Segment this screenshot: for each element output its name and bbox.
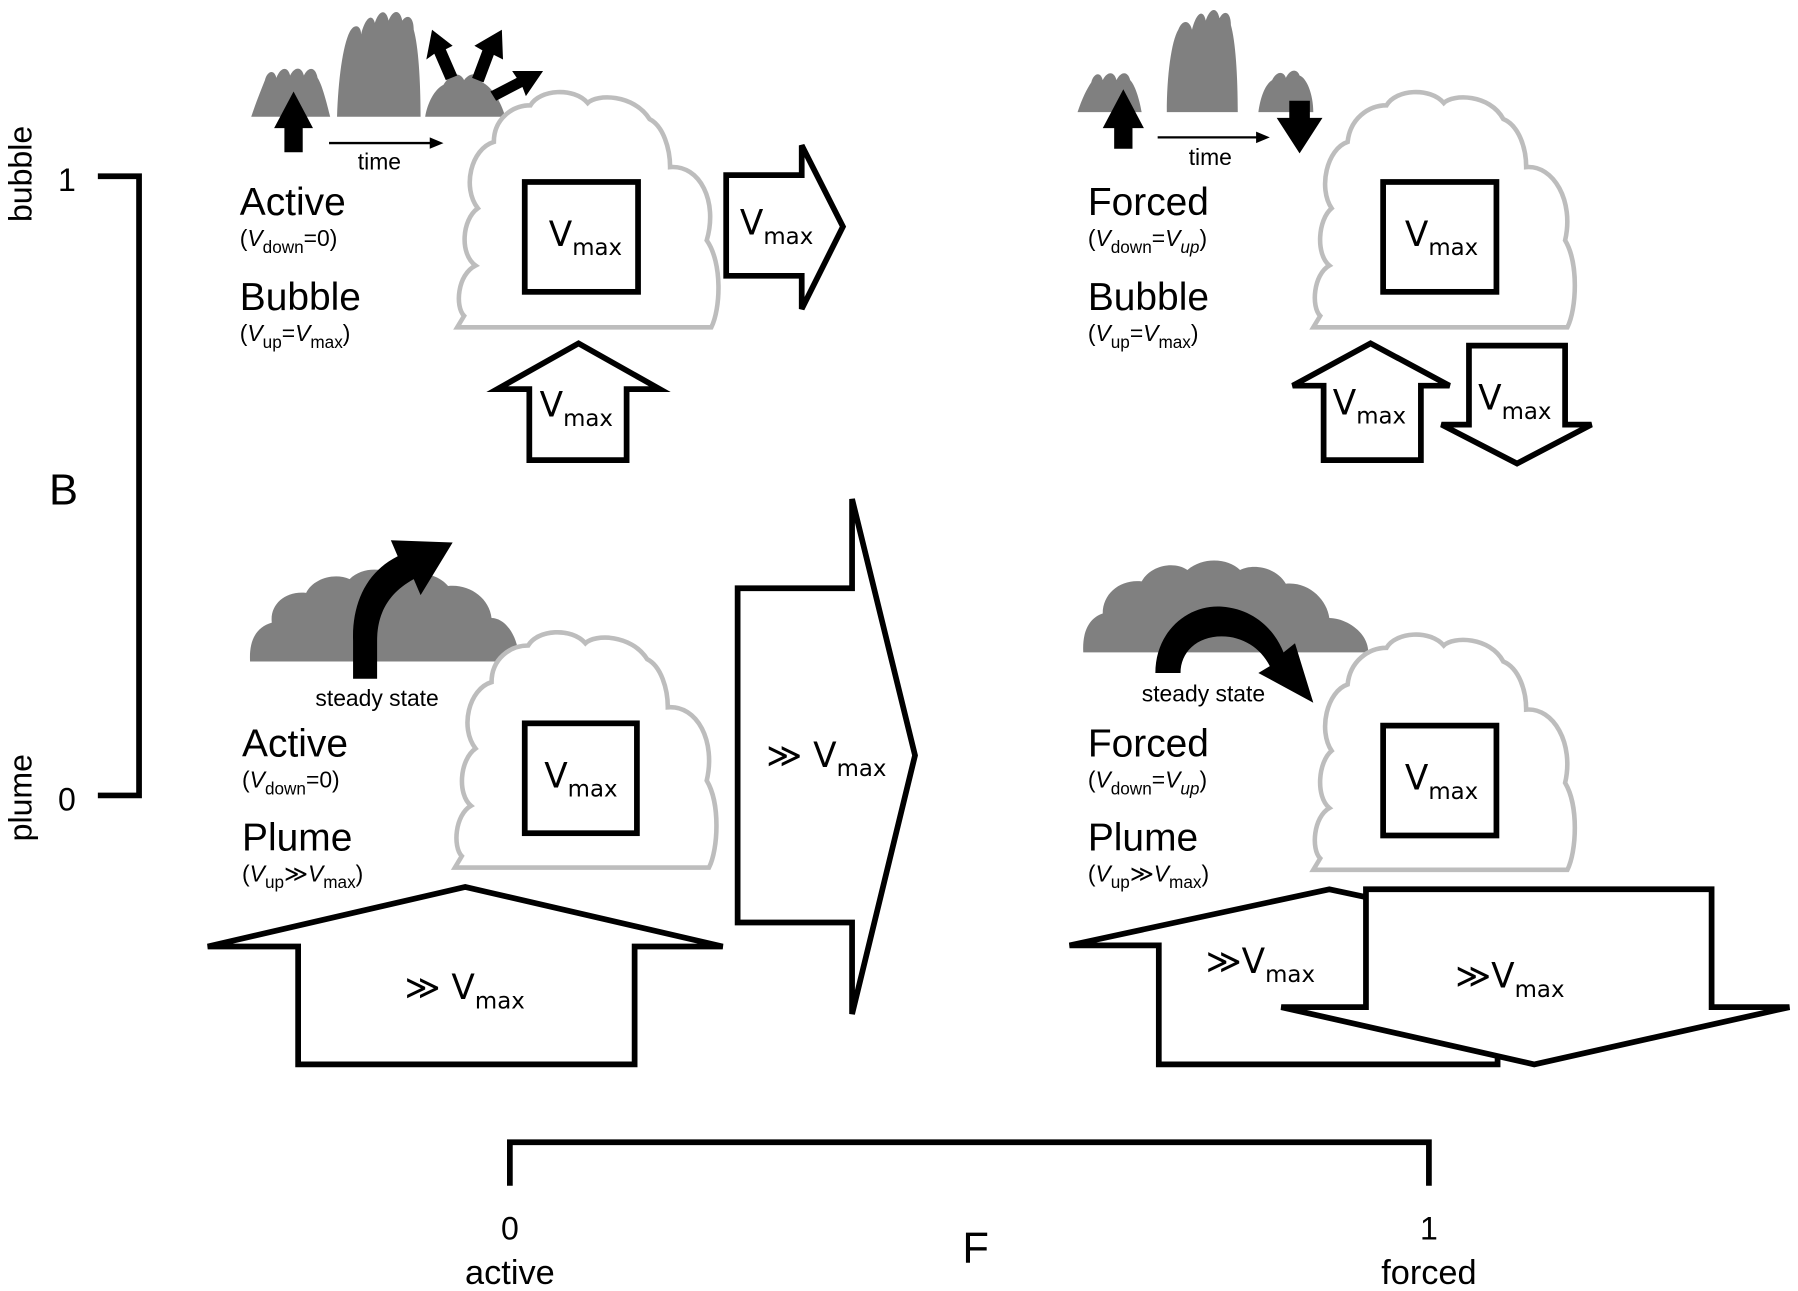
regime-title-active: Active bbox=[242, 723, 348, 766]
steady-state-label: steady state bbox=[1142, 681, 1265, 707]
b-axis-bracket bbox=[97, 173, 142, 799]
regime-condition-active: (Vdown=0) bbox=[240, 225, 338, 257]
vmax-box-label: Vmax bbox=[549, 215, 622, 261]
time-label: time bbox=[358, 148, 401, 174]
f-axis-end-active: active bbox=[465, 1254, 555, 1291]
b-axis: 1 0 B bubble plume bbox=[2, 126, 142, 841]
vmax-box bbox=[1380, 722, 1500, 839]
updraft-flux-label: ≫ Vmax bbox=[405, 968, 525, 1014]
downdraft-flux-label: Vmax bbox=[1478, 379, 1551, 425]
updraft-arrow-icon bbox=[274, 91, 314, 153]
f-axis-bracket bbox=[507, 1139, 1432, 1186]
regime-condition-bubble: (Vup=Vmax) bbox=[1088, 320, 1199, 352]
regime-title-bubble: Bubble bbox=[1088, 276, 1209, 319]
steady-state-label: steady state bbox=[315, 685, 438, 711]
updraft-flux-label: Vmax bbox=[540, 386, 613, 432]
regime-title-plume: Plume bbox=[1088, 816, 1198, 859]
regime-title-forced: Forced bbox=[1088, 181, 1209, 224]
regime-condition-bubble: (Vup=Vmax) bbox=[240, 320, 351, 352]
updraft-flux-arrow bbox=[207, 884, 724, 1068]
b-axis-label: B bbox=[49, 467, 78, 515]
f-axis-tick-1: 1 bbox=[1420, 1210, 1438, 1246]
steady-cloud-icon bbox=[249, 569, 520, 662]
time-arrow-icon bbox=[329, 137, 444, 149]
regime-title-active: Active bbox=[240, 181, 346, 224]
horizontal-flux-arrow bbox=[734, 498, 918, 1015]
horizontal-flux-label: ≫ Vmax bbox=[766, 736, 886, 782]
panel-active-plume: steady state Vmax ≫ Vmax ≫ Vmax Active (… bbox=[207, 498, 918, 1068]
updraft-flux-arrow bbox=[486, 340, 671, 463]
updraft-flux-label: ≫Vmax bbox=[1206, 942, 1315, 988]
vmax-box bbox=[1380, 179, 1500, 295]
vmax-box bbox=[521, 720, 640, 837]
regime-condition-plume: (Vup≫Vmax) bbox=[1088, 860, 1209, 892]
time-arrow-icon bbox=[1157, 131, 1270, 144]
regime-condition-active: (Vdown=0) bbox=[242, 766, 340, 798]
f-axis: 0 1 active forced F bbox=[465, 1139, 1477, 1291]
transient-clouds-icon bbox=[1077, 9, 1314, 113]
time-label: time bbox=[1189, 144, 1232, 170]
f-axis-label: F bbox=[962, 1224, 989, 1272]
horizontal-flux-arrow bbox=[723, 144, 847, 311]
regime-condition-plume: (Vup≫Vmax) bbox=[242, 860, 363, 892]
vmax-box-label: Vmax bbox=[1405, 759, 1478, 805]
panel-forced-plume: steady state Vmax ≫Vmax ≫Vmax Forced (Vd… bbox=[1068, 560, 1791, 1068]
regime-title-plume: Plume bbox=[242, 816, 352, 859]
horizontal-flux-label: Vmax bbox=[740, 204, 813, 250]
downdraft-flux-arrow bbox=[1280, 886, 1791, 1068]
downdraft-flux-arrow bbox=[1440, 342, 1593, 467]
vmax-box-label: Vmax bbox=[544, 756, 617, 802]
recirculation-arrow-icon bbox=[1155, 606, 1314, 703]
regime-condition-forced: (Vdown=Vup) bbox=[1088, 766, 1207, 798]
outflow-arrows-icon bbox=[426, 29, 544, 101]
b-axis-tick-1: 1 bbox=[58, 162, 76, 198]
updraft-flux-label: Vmax bbox=[1333, 383, 1406, 429]
downdraft-flux-label: ≫Vmax bbox=[1455, 957, 1564, 1003]
steady-cloud-icon bbox=[1083, 560, 1369, 653]
f-axis-end-forced: forced bbox=[1381, 1254, 1476, 1291]
b-axis-end-plume: plume bbox=[2, 754, 38, 841]
f-axis-tick-0: 0 bbox=[501, 1210, 519, 1246]
panel-forced-bubble: time Vmax Vmax Vmax Forced (Vdown=Vup) B… bbox=[1077, 9, 1593, 467]
steady-updraft-arrow-icon bbox=[353, 540, 453, 679]
regime-title-bubble: Bubble bbox=[240, 276, 361, 319]
vmax-box bbox=[521, 179, 641, 295]
downdraft-arrow-icon bbox=[1276, 100, 1323, 154]
b-axis-tick-0: 0 bbox=[58, 781, 76, 817]
updraft-arrow-icon bbox=[1102, 89, 1144, 149]
vmax-box-label: Vmax bbox=[1405, 215, 1478, 261]
regime-condition-forced: (Vdown=Vup) bbox=[1088, 225, 1207, 257]
b-axis-end-bubble: bubble bbox=[2, 126, 38, 222]
panel-active-bubble: time Vmax Vmax Vmax Active (Vdown=0) Bub… bbox=[240, 12, 847, 463]
updraft-flux-arrow bbox=[1291, 340, 1451, 463]
regime-title-forced: Forced bbox=[1088, 723, 1209, 766]
transient-clouds-icon bbox=[251, 12, 506, 117]
